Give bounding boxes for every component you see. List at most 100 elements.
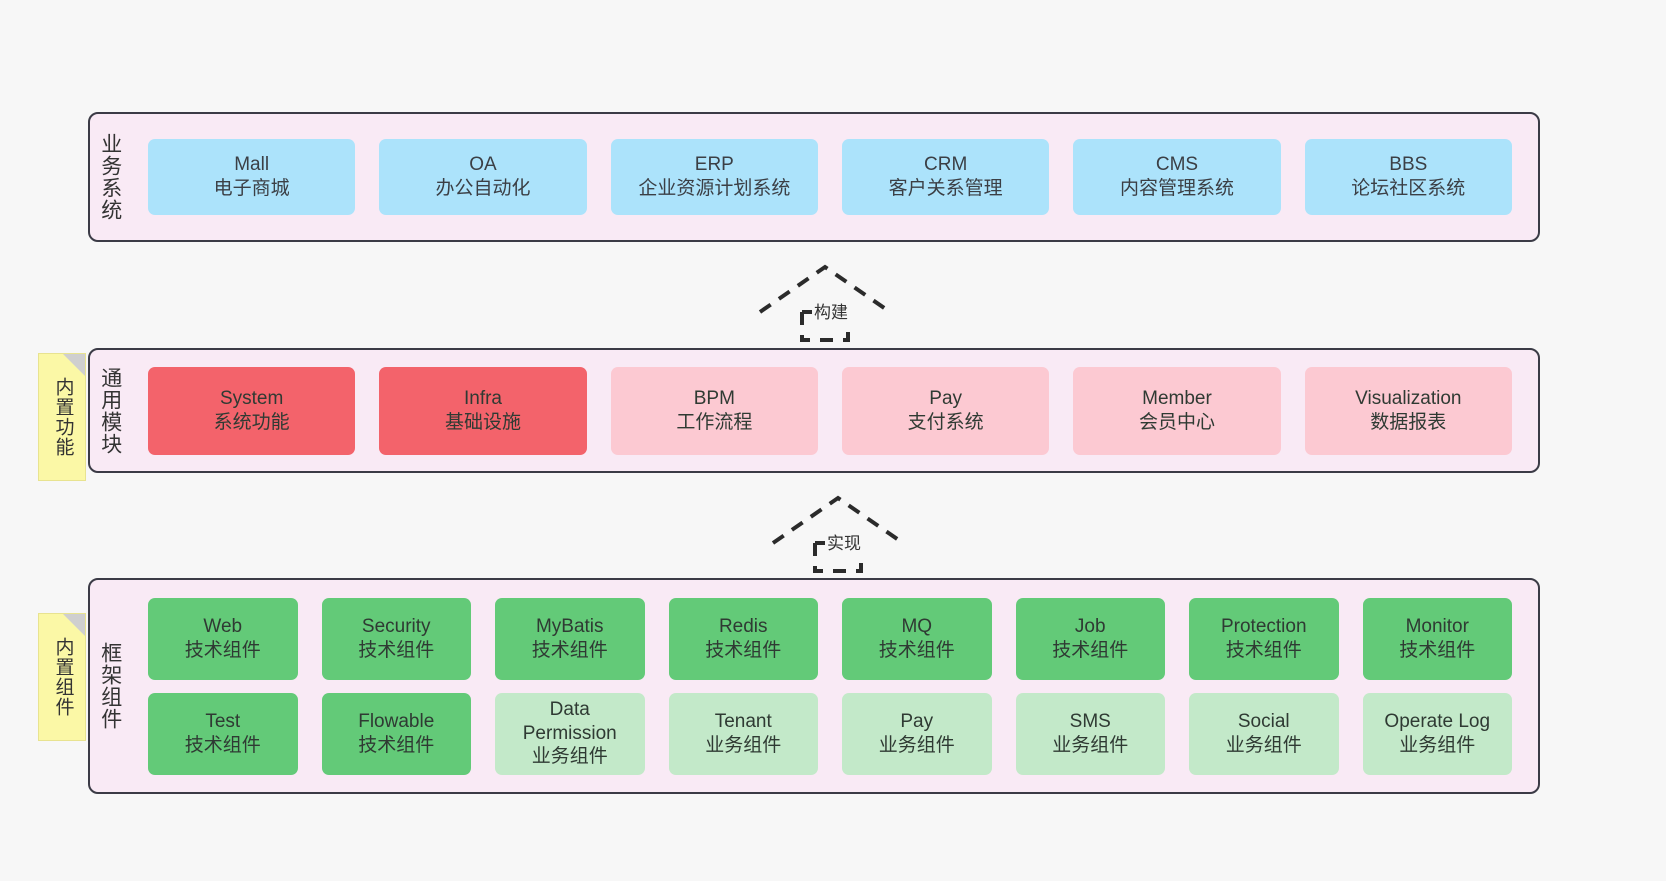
- node-monitor[interactable]: Monitor 技术组件: [1362, 597, 1512, 680]
- note-text: 内置组件: [52, 637, 74, 717]
- node-cms[interactable]: CMS 内容管理系统: [1073, 139, 1281, 215]
- note-builtin-function: 内置功能: [38, 353, 86, 481]
- note-fold-corner: [63, 614, 85, 636]
- node-title: BBS: [1389, 154, 1428, 176]
- layer-common-module[interactable]: 通用模块 System 系统功能 Infra 基础设施 BPM 工作流程 Pay…: [88, 348, 1540, 473]
- node-title: Protection: [1220, 615, 1307, 637]
- node-title: BPM: [693, 387, 735, 409]
- node-subtitle: 业务组件: [1399, 734, 1476, 756]
- node-subtitle: 技术组件: [358, 639, 435, 661]
- node-subtitle: 业务组件: [1052, 734, 1129, 756]
- node-security[interactable]: Security 技术组件: [321, 597, 471, 680]
- layer-body-framework-component: Web 技术组件 Security 技术组件 MyBatis 技术组件 Redi…: [130, 580, 1538, 792]
- node-data-permission[interactable]: Data Permission 业务组件: [495, 692, 645, 775]
- node-subtitle: 技术组件: [1052, 639, 1129, 661]
- node-member[interactable]: Member 会员中心: [1073, 366, 1281, 455]
- note-fold-corner: [63, 354, 85, 376]
- layer-label-business-system: 业务系统: [98, 133, 122, 221]
- node-title: System: [219, 387, 284, 409]
- layer-label-common-module: 通用模块: [98, 366, 122, 455]
- node-sms[interactable]: SMS 业务组件: [1015, 692, 1165, 775]
- node-subtitle: 支付系统: [907, 411, 984, 433]
- node-bbs[interactable]: BBS 论坛社区系统: [1304, 139, 1512, 215]
- node-title: CRM: [924, 154, 968, 176]
- connector-build-arrow: 构建: [755, 262, 905, 342]
- node-subtitle: 会员中心: [1138, 411, 1215, 433]
- node-subtitle: 业务组件: [531, 746, 608, 768]
- node-subtitle: 客户关系管理: [888, 178, 1003, 199]
- connector-implement-arrow: 实现: [768, 493, 918, 573]
- connector-build-label: 构建: [812, 298, 850, 323]
- node-subtitle: 数据报表: [1370, 411, 1447, 433]
- node-subtitle: 技术组件: [705, 639, 782, 661]
- node-row: Test 技术组件 Flowable 技术组件 Data Permission …: [136, 692, 1524, 775]
- node-subtitle: 业务组件: [878, 734, 955, 756]
- node-title: Redis: [718, 615, 768, 637]
- node-tenant[interactable]: Tenant 业务组件: [668, 692, 818, 775]
- node-row: System 系统功能 Infra 基础设施 BPM 工作流程 Pay 支付系统…: [136, 366, 1524, 455]
- node-pay-module[interactable]: Pay 支付系统: [841, 366, 1050, 455]
- node-title: Member: [1142, 387, 1212, 409]
- node-subtitle: 内容管理系统: [1119, 178, 1234, 199]
- node-erp[interactable]: ERP 企业资源计划系统: [610, 139, 818, 215]
- node-subtitle: 业务组件: [705, 734, 782, 756]
- node-mybatis[interactable]: MyBatis 技术组件: [495, 597, 645, 680]
- node-title: Pay: [929, 387, 963, 409]
- node-infra[interactable]: Infra 基础设施: [379, 366, 587, 455]
- node-protection[interactable]: Protection 技术组件: [1189, 597, 1339, 680]
- connector-implement-label: 实现: [825, 529, 863, 554]
- node-title: Mall: [234, 154, 270, 176]
- node-title: Web: [203, 615, 243, 637]
- layer-body-business-system: Mall 电子商城 OA 办公自动化 ERP 企业资源计划系统 CRM 客户关系…: [130, 114, 1538, 240]
- node-subtitle: 工作流程: [676, 411, 753, 433]
- node-title: SMS: [1069, 710, 1111, 732]
- node-title: Social: [1237, 710, 1290, 732]
- node-row: Mall 电子商城 OA 办公自动化 ERP 企业资源计划系统 CRM 客户关系…: [136, 139, 1524, 215]
- node-title: Monitor: [1405, 615, 1469, 637]
- node-web[interactable]: Web 技术组件: [148, 597, 298, 680]
- node-subtitle: 技术组件: [531, 639, 608, 661]
- node-title: MyBatis: [535, 615, 604, 637]
- node-title: Flowable: [358, 710, 435, 732]
- node-title: MQ: [901, 615, 933, 637]
- node-title: CMS: [1155, 154, 1199, 176]
- note-text: 内置功能: [52, 377, 74, 457]
- node-title: Visualization: [1355, 387, 1462, 409]
- node-system[interactable]: System 系统功能: [148, 366, 356, 455]
- node-oa[interactable]: OA 办公自动化: [379, 139, 587, 215]
- node-flowable[interactable]: Flowable 技术组件: [321, 692, 471, 775]
- node-subtitle: 技术组件: [184, 639, 261, 661]
- node-title: Pay: [900, 710, 934, 732]
- node-title: ERP: [694, 154, 734, 176]
- node-title: Job: [1074, 615, 1106, 637]
- node-subtitle: 技术组件: [1225, 639, 1302, 661]
- layer-label-framework-component: 框架组件: [98, 642, 122, 730]
- node-subtitle: 论坛社区系统: [1351, 178, 1466, 199]
- node-mq[interactable]: MQ 技术组件: [842, 597, 992, 680]
- node-redis[interactable]: Redis 技术组件: [668, 597, 818, 680]
- node-subtitle: 企业资源计划系统: [638, 178, 791, 199]
- node-visualization[interactable]: Visualization 数据报表: [1304, 366, 1512, 455]
- node-subtitle: 办公自动化: [435, 178, 531, 199]
- node-subtitle: 基础设施: [444, 411, 521, 433]
- node-title: Security: [361, 615, 431, 637]
- node-crm[interactable]: CRM 客户关系管理: [841, 139, 1050, 215]
- layer-business-system[interactable]: 业务系统 Mall 电子商城 OA 办公自动化 ERP 企业资源计划系统 CRM…: [88, 112, 1540, 242]
- node-test[interactable]: Test 技术组件: [148, 692, 298, 775]
- node-title: Data Permission: [522, 698, 617, 744]
- node-operate-log[interactable]: Operate Log 业务组件: [1362, 692, 1512, 775]
- node-pay-component[interactable]: Pay 业务组件: [842, 692, 992, 775]
- note-builtin-component: 内置组件: [38, 613, 86, 741]
- node-subtitle: 电子商城: [213, 178, 290, 199]
- node-subtitle: 技术组件: [878, 639, 955, 661]
- node-mall[interactable]: Mall 电子商城: [148, 139, 356, 215]
- node-title: Tenant: [714, 710, 772, 732]
- node-title: Infra: [463, 387, 502, 409]
- node-subtitle: 技术组件: [358, 734, 435, 756]
- node-title: OA: [469, 154, 497, 176]
- layer-framework-component[interactable]: 框架组件 Web 技术组件 Security 技术组件 MyBatis 技术组件…: [88, 578, 1540, 794]
- node-social[interactable]: Social 业务组件: [1189, 692, 1339, 775]
- node-job[interactable]: Job 技术组件: [1015, 597, 1165, 680]
- node-bpm[interactable]: BPM 工作流程: [610, 366, 818, 455]
